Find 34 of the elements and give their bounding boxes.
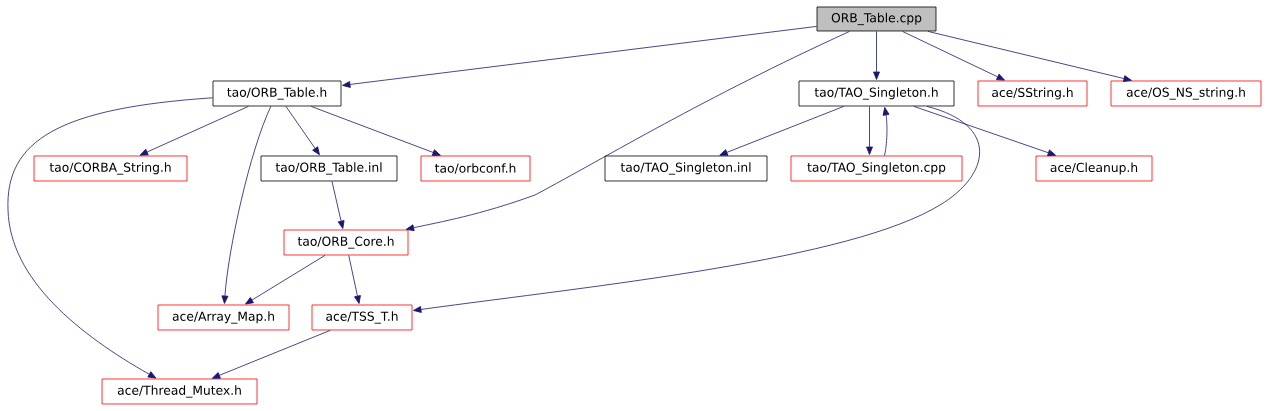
include-arrow (927, 31, 1132, 82)
include-arrow (348, 255, 361, 304)
include-arrow (873, 31, 880, 80)
file-box: tao/ORB_Table.h (212, 80, 342, 107)
include-arrow (7, 97, 213, 379)
include-arrow (405, 31, 850, 232)
include-arrow (331, 181, 345, 229)
file-box: ace/Array_Map.h (157, 304, 290, 331)
include-arrow (285, 106, 320, 156)
file-box: ace/Thread_Mutex.h (101, 378, 258, 405)
include-arrow (866, 106, 873, 155)
file-box: tao/TAO_Singleton.inl (604, 155, 768, 182)
file-box: ace/OS_NS_string.h (1110, 80, 1262, 107)
file-box: ORB_Table.cpp (816, 6, 937, 32)
file-box: ace/Cleanup.h (1035, 155, 1153, 182)
include-arrow (913, 106, 1056, 157)
include-arrow (211, 330, 331, 379)
file-box: ace/SString.h (977, 80, 1088, 107)
file-box: tao/TAO_Singleton.cpp (790, 155, 963, 182)
file-box: tao/CORBA_String.h (33, 155, 188, 182)
file-box: tao/TAO_Singleton.h (798, 80, 955, 107)
include-arrow (139, 106, 249, 156)
include-arrow (310, 106, 441, 156)
include-arrow (221, 106, 272, 304)
include-arrow (413, 106, 981, 313)
include-arrow (719, 106, 845, 156)
include-arrow (902, 31, 1005, 81)
include-arrow (245, 255, 326, 305)
include-arrow (342, 26, 817, 88)
file-box: tao/ORB_Core.h (283, 229, 409, 256)
file-box: tao/orbconf.h (420, 155, 531, 182)
file-box: ace/TSS_T.h (311, 304, 413, 331)
file-box: tao/ORB_Table.inl (260, 155, 398, 182)
include-arrow (882, 107, 890, 156)
